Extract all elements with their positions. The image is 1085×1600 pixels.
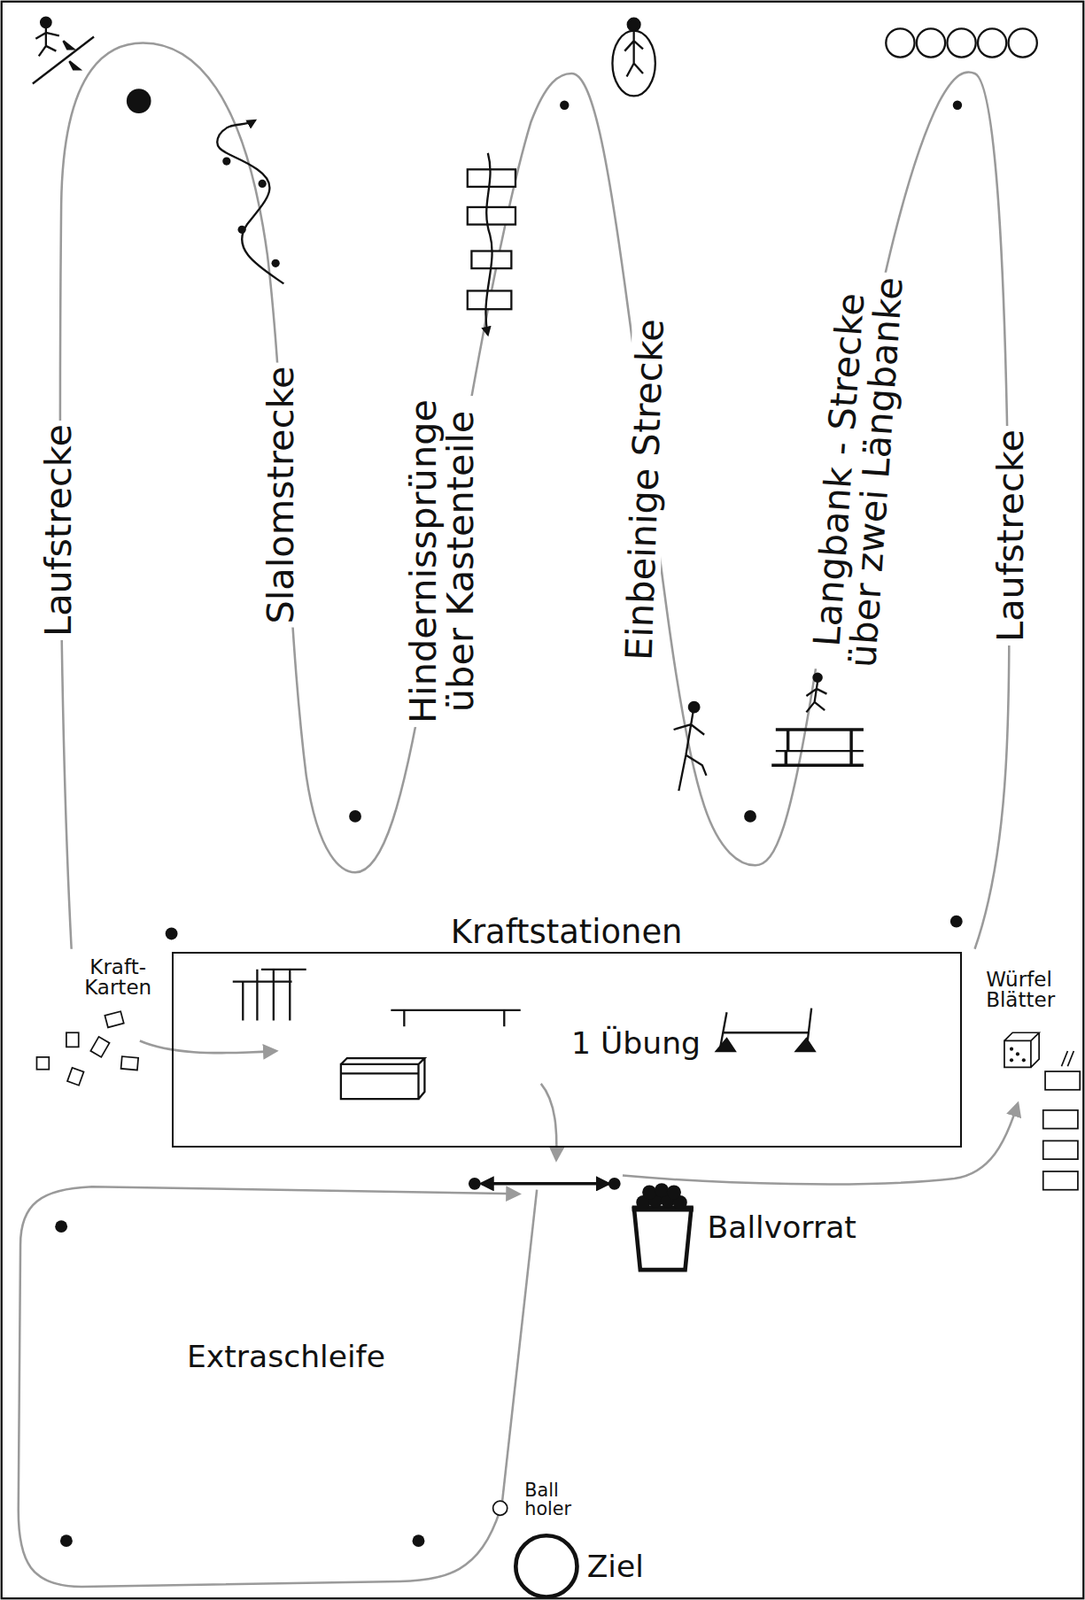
exercise-note: 1 Übung xyxy=(571,1027,701,1060)
track-label: Laufstrecke xyxy=(39,420,78,641)
one-leg-figure xyxy=(674,702,707,791)
ball-bucket: Ballvorrat xyxy=(627,1182,700,1275)
bench-symbol xyxy=(771,674,864,767)
flow-arrow xyxy=(139,1040,276,1054)
slalom-symbol xyxy=(217,120,284,284)
post xyxy=(468,1178,481,1191)
goal-circle: Ziel xyxy=(513,1534,580,1600)
hanging-figure xyxy=(612,18,655,97)
loop-label: Extraschleife xyxy=(186,1341,494,1373)
bucket-label: Ballvorrat xyxy=(707,1211,857,1244)
dice-and-sheets xyxy=(1004,1032,1080,1190)
station-heading: Kraftstationen xyxy=(173,915,961,951)
ball-fetcher-mark xyxy=(493,1501,508,1516)
track-label: Einbeinige Strecke xyxy=(620,314,670,666)
bucket-drawing xyxy=(631,1183,693,1271)
fetcher-label: Ball holer xyxy=(524,1481,588,1519)
goal-label: Ziel xyxy=(587,1550,644,1583)
track-label: Langbank - Strecke über zwei Längbanke xyxy=(806,269,908,675)
start-line xyxy=(481,1182,609,1186)
track-label: Hindernissprünge über Kastenteile xyxy=(403,395,478,728)
return-path xyxy=(502,1190,537,1504)
posts xyxy=(54,88,962,1548)
station-icons xyxy=(232,969,815,1100)
track-label: Laufstrecke xyxy=(992,426,1030,646)
post xyxy=(608,1178,621,1191)
flow-arrow xyxy=(622,1104,1018,1186)
circle-outline xyxy=(513,1534,580,1600)
jump-figure xyxy=(32,17,94,85)
box-parts-symbol xyxy=(467,153,516,335)
bucket-outline xyxy=(627,1182,700,1275)
track-label: Slalomstrecke xyxy=(262,362,300,628)
power-cards xyxy=(36,1011,139,1086)
goal-ring xyxy=(515,1535,577,1597)
dice-label: Würfel Blätter xyxy=(985,969,1080,1011)
extra-loop-path xyxy=(18,1186,520,1588)
station-box: Kraftstationen1 Übung xyxy=(171,952,962,1148)
hoops xyxy=(885,28,1038,57)
cards-label: Kraft-Karten xyxy=(69,957,167,999)
course-path xyxy=(60,42,1009,949)
